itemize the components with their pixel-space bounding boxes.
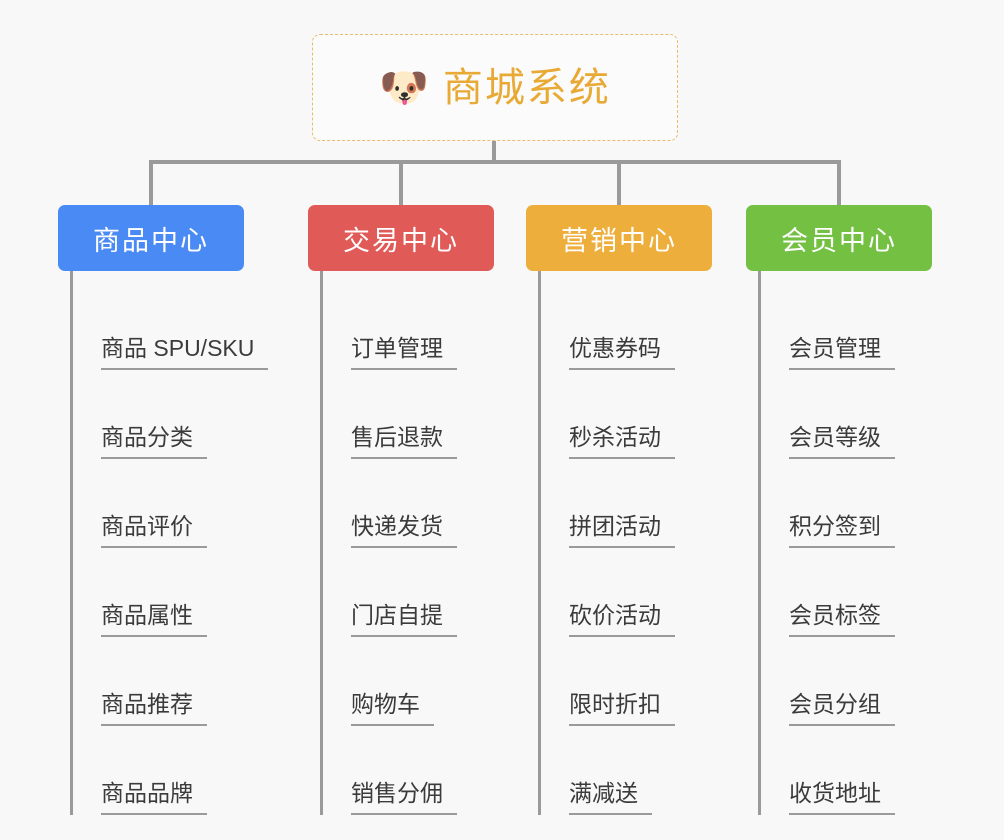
leaf-item-label: 商品分类 xyxy=(101,424,207,459)
branch-column: 会员中心会员管理会员等级积分签到会员标签会员分组收货地址 xyxy=(746,205,932,815)
leaf-item-label: 商品属性 xyxy=(101,602,207,637)
leaf-item-label: 满减送 xyxy=(569,780,652,815)
leaf-item-label: 优惠券码 xyxy=(569,335,675,370)
leaf-item-label: 商品推荐 xyxy=(101,691,207,726)
leaf-item[interactable]: 收货地址 xyxy=(761,726,932,815)
leaf-item[interactable]: 会员管理 xyxy=(761,281,932,370)
shiba-dog-face-icon: 🐶 xyxy=(379,65,429,110)
leaf-item-label: 订单管理 xyxy=(351,335,457,370)
leaf-item[interactable]: 商品 SPU/SKU xyxy=(73,281,269,370)
leaf-item-label: 砍价活动 xyxy=(569,602,675,637)
leaf-item[interactable]: 商品评价 xyxy=(73,459,268,548)
branch-connector-3 xyxy=(617,160,621,205)
leaf-item-label: 购物车 xyxy=(351,691,434,726)
branch-header[interactable]: 营销中心 xyxy=(526,205,712,271)
branch-connector-1 xyxy=(149,160,153,205)
branch-column: 营销中心优惠券码秒杀活动拼团活动砍价活动限时折扣满减送 xyxy=(526,205,712,815)
leaf-item[interactable]: 订单管理 xyxy=(323,281,494,370)
leaf-item-label: 快递发货 xyxy=(351,513,457,548)
leaf-item[interactable]: 砍价活动 xyxy=(541,548,712,637)
branch-header[interactable]: 商品中心 xyxy=(58,205,244,271)
leaf-item[interactable]: 积分签到 xyxy=(761,459,932,548)
leaf-item-label: 会员等级 xyxy=(789,424,895,459)
leaf-item-label: 商品品牌 xyxy=(101,780,207,815)
leaf-item[interactable]: 商品推荐 xyxy=(73,637,268,726)
root-title: 商城系统 xyxy=(442,65,611,110)
branch-connector-2 xyxy=(399,160,403,205)
leaf-item[interactable]: 会员分组 xyxy=(761,637,932,726)
leaf-item-label: 拼团活动 xyxy=(569,513,675,548)
leaf-stack: 会员管理会员等级积分签到会员标签会员分组收货地址 xyxy=(758,271,932,815)
root-connector-stem xyxy=(492,141,496,163)
leaf-item-label: 会员分组 xyxy=(789,691,895,726)
leaf-item-label: 会员标签 xyxy=(789,602,895,637)
leaf-item-label: 门店自提 xyxy=(351,602,457,637)
root-node[interactable]: 🐶 商城系统 xyxy=(312,34,678,141)
leaf-item[interactable]: 拼团活动 xyxy=(541,459,712,548)
leaf-item-label: 售后退款 xyxy=(351,424,457,459)
leaf-item-label: 收货地址 xyxy=(789,780,895,815)
leaf-item[interactable]: 购物车 xyxy=(323,637,494,726)
leaf-item-label: 销售分佣 xyxy=(351,780,457,815)
leaf-item[interactable]: 会员标签 xyxy=(761,548,932,637)
branch-column: 交易中心订单管理售后退款快递发货门店自提购物车销售分佣 xyxy=(308,205,494,815)
leaf-item[interactable]: 满减送 xyxy=(541,726,712,815)
leaf-item[interactable]: 商品分类 xyxy=(73,370,268,459)
leaf-item[interactable]: 商品属性 xyxy=(73,548,268,637)
leaf-item[interactable]: 销售分佣 xyxy=(323,726,494,815)
root-connector-bar xyxy=(150,160,838,164)
leaf-item-label: 积分签到 xyxy=(789,513,895,548)
leaf-item-label: 商品 SPU/SKU xyxy=(101,335,269,370)
leaf-item[interactable]: 秒杀活动 xyxy=(541,370,712,459)
leaf-item-label: 限时折扣 xyxy=(569,691,675,726)
leaf-stack: 订单管理售后退款快递发货门店自提购物车销售分佣 xyxy=(320,271,494,815)
leaf-item[interactable]: 售后退款 xyxy=(323,370,494,459)
branch-column: 商品中心商品 SPU/SKU 商品分类商品评价商品属性商品推荐商品品牌 xyxy=(58,205,269,815)
leaf-item-label: 会员管理 xyxy=(789,335,895,370)
leaf-item-label: 商品评价 xyxy=(101,513,207,548)
branch-header[interactable]: 交易中心 xyxy=(308,205,494,271)
leaf-item[interactable]: 快递发货 xyxy=(323,459,494,548)
branch-header[interactable]: 会员中心 xyxy=(746,205,932,271)
branch-connector-4 xyxy=(837,160,841,205)
leaf-item[interactable]: 门店自提 xyxy=(323,548,494,637)
leaf-item[interactable]: 商品品牌 xyxy=(73,726,268,815)
leaf-item-label: 秒杀活动 xyxy=(569,424,675,459)
leaf-stack: 优惠券码秒杀活动拼团活动砍价活动限时折扣满减送 xyxy=(538,271,712,815)
leaf-stack: 商品 SPU/SKU 商品分类商品评价商品属性商品推荐商品品牌 xyxy=(70,271,269,815)
leaf-item[interactable]: 会员等级 xyxy=(761,370,932,459)
leaf-item[interactable]: 优惠券码 xyxy=(541,281,712,370)
leaf-item[interactable]: 限时折扣 xyxy=(541,637,712,726)
